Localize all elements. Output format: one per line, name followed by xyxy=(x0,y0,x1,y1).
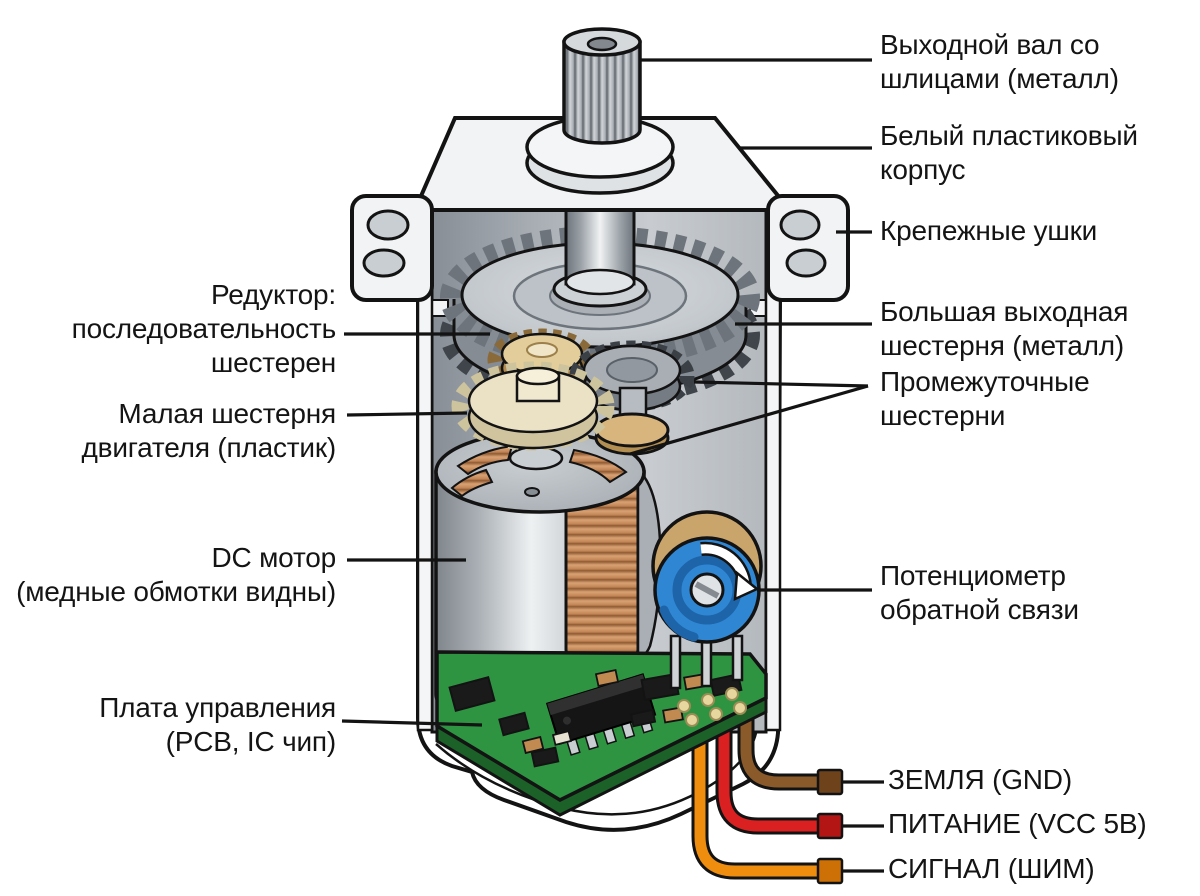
wire-power xyxy=(715,690,844,840)
feedback-potentiometer xyxy=(651,510,763,690)
label-line: шлицами (металл) xyxy=(880,63,1119,94)
label-line: последовательность xyxy=(71,313,337,344)
control-pcb xyxy=(435,650,768,817)
idler-gear-dark xyxy=(569,340,695,428)
leader-lines xyxy=(341,58,884,873)
leader-pinion xyxy=(346,411,468,417)
wire-signal-tip xyxy=(816,857,844,885)
label-wire-power: ПИТАНИЕ (VCC 5В) xyxy=(888,807,1147,841)
label-line: Плата управления xyxy=(99,692,336,723)
label-case: Белый пластиковый корпус xyxy=(880,119,1138,187)
label-line: шестерни xyxy=(880,400,1006,431)
label-pcb: Плата управления (PCB, IC чип) xyxy=(99,691,336,759)
winding-slot xyxy=(568,448,628,484)
label-line: Промежуточные xyxy=(880,366,1090,397)
label-line: шестерен xyxy=(210,347,336,378)
label-line: ЗЕМЛЯ (GND) xyxy=(888,764,1072,795)
label-wire-ground: ЗЕМЛЯ (GND) xyxy=(888,763,1072,797)
label-pinion: Малая шестерня двигателя (пластик) xyxy=(81,397,337,465)
label-line: Крепежные ушки xyxy=(880,215,1098,246)
label-line: Малая шестерня xyxy=(118,398,336,429)
motor-pinion-gear xyxy=(451,361,615,451)
leader-idlers-b xyxy=(629,384,869,456)
label-line: Большая выходная xyxy=(880,296,1129,327)
label-line: Потенциометр xyxy=(880,560,1066,591)
label-line: (PCB, IC чип) xyxy=(165,726,337,757)
leader-idlers-a xyxy=(693,380,869,388)
ear-hole xyxy=(362,248,406,278)
label-line: DC мотор xyxy=(211,542,337,573)
mounting-ear-right xyxy=(766,194,850,302)
label-idler-gears: Промежуточные шестерни xyxy=(880,365,1090,433)
label-line: (медные обмотки видны) xyxy=(16,576,336,607)
label-line: корпус xyxy=(880,154,966,185)
ic-chip xyxy=(545,673,657,756)
label-line: ПИТАНИЕ (VCC 5В) xyxy=(888,808,1147,839)
splined-output-shaft xyxy=(562,27,642,145)
idler-bushing-tan xyxy=(594,412,670,456)
solder-pads xyxy=(677,687,747,727)
label-line: двигателя (пластик) xyxy=(81,432,337,463)
label-mounting-ears: Крепежные ушки xyxy=(880,214,1097,248)
label-motor: DC мотор (медные обмотки видны) xyxy=(16,541,336,609)
ear-hole xyxy=(779,209,821,241)
winding-slot xyxy=(450,468,494,498)
label-big-gear: Большая выходная шестерня (металл) xyxy=(880,295,1128,363)
shaft-bore xyxy=(586,36,618,52)
label-line: Белый пластиковый xyxy=(880,120,1138,151)
label-line: Редуктор: xyxy=(211,279,336,310)
wire-signal xyxy=(691,700,844,885)
ear-hole xyxy=(366,209,410,241)
mounting-ear-left xyxy=(350,194,434,302)
wire-ground xyxy=(737,678,844,796)
label-potentiometer: Потенциометр обратной связи xyxy=(880,559,1079,627)
label-output-shaft: Выходной вал со шлицами (металл) xyxy=(880,28,1119,96)
label-gearbox: Редуктор: последовательность шестерен xyxy=(71,278,337,380)
ear-hole xyxy=(785,248,827,278)
label-line: Выходной вал со xyxy=(880,29,1100,60)
leader-pcb xyxy=(341,719,483,727)
wire-ground-tip xyxy=(816,768,844,796)
label-line: СИГНАЛ (ШИМ) xyxy=(888,853,1095,884)
smd-capacitors xyxy=(521,668,705,755)
label-wire-signal: СИГНАЛ (ШИМ) xyxy=(888,852,1095,886)
wire-power-tip xyxy=(816,812,844,840)
case-bottom-lip xyxy=(435,732,758,816)
label-line: обратной связи xyxy=(880,594,1079,625)
label-line: шестерня (металл) xyxy=(880,330,1124,361)
winding-slot xyxy=(456,444,514,476)
